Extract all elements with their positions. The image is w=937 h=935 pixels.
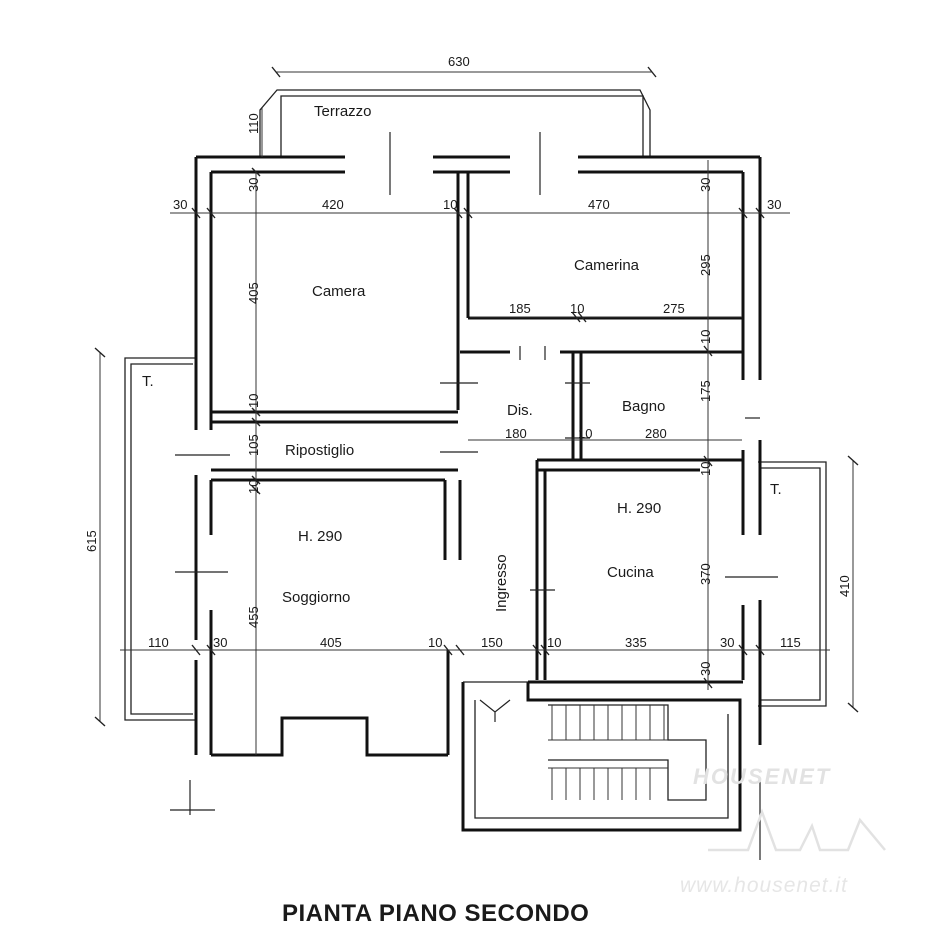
terraces	[124, 89, 827, 721]
terrace-left-inner	[130, 363, 193, 715]
dim-left-overall: 615	[84, 530, 99, 552]
terrazzo-outline	[259, 89, 651, 157]
watermark: HOUSENET www.housenet.it	[680, 764, 886, 897]
opening-marks	[170, 132, 778, 860]
dim-camerina-depth: 295	[698, 254, 713, 276]
dimension-labels: 630 110 30 420 10 470 30 30 30 405 295 1…	[84, 54, 852, 676]
dim-soggiorno-width: 405	[320, 635, 342, 650]
room-camera: Camera	[312, 283, 366, 300]
dim-wall-top-left-v: 30	[246, 178, 261, 192]
dim-partition-dis-bagno: 10	[578, 426, 592, 441]
dim-partition-top: 10	[443, 197, 457, 212]
dim-ripostiglio-depth: 105	[246, 434, 261, 456]
soggiorno-right-wall	[443, 480, 462, 560]
dim-partition-ripostiglio-bottom: 10	[246, 480, 261, 494]
dim-top-overall: 630	[448, 54, 470, 69]
room-labels: Terrazzo Camera Camerina Dis. Bagno Ripo…	[142, 103, 782, 612]
room-bagno: Bagno	[622, 398, 665, 415]
dim-terrace-right-width: 115	[780, 635, 801, 650]
room-dis: Dis.	[507, 402, 533, 419]
terrace-right-inner	[760, 467, 821, 701]
room-cucina-height: H. 290	[617, 500, 661, 517]
watermark-logo-icon	[708, 808, 886, 852]
dim-terrazzo-depth: 110	[246, 113, 261, 134]
dim-cucina-depth: 370	[698, 563, 713, 585]
outer-walls	[194, 155, 762, 832]
camera-camerina-wall	[456, 172, 470, 410]
dim-dis-camerina-left: 185	[509, 301, 531, 316]
dim-wall-left-bottom: 30	[213, 635, 227, 650]
room-soggiorno-height: H. 290	[298, 528, 342, 545]
dim-partition-cucina-top: 10	[698, 462, 713, 476]
dim-partition-camera-bottom: 10	[246, 394, 261, 408]
dim-terrace-left-width: 110	[148, 635, 169, 650]
stair-block	[461, 682, 742, 832]
room-terrace-right: T.	[770, 481, 782, 498]
terrace-right-outline	[758, 461, 827, 707]
cucina-top-wall	[537, 458, 743, 472]
dim-wall-top-right-v: 30	[698, 178, 713, 192]
dim-camera-width: 420	[322, 197, 344, 212]
room-camerina: Camerina	[574, 257, 640, 274]
cucina-left-wall	[535, 460, 547, 680]
partitions	[211, 172, 743, 684]
room-terrace-left: T.	[142, 373, 154, 390]
dim-bagno-width: 280	[645, 426, 667, 441]
dim-wall-right-top: 30	[767, 197, 781, 212]
dim-partition-cucina-left: 10	[547, 635, 561, 650]
dimension-lines	[94, 66, 859, 755]
stair-outline	[548, 704, 707, 801]
dim-cucina-width: 335	[625, 635, 647, 650]
ripostiglio-bottom-wall	[211, 468, 458, 482]
dim-partition-soggiorno: 10	[428, 635, 442, 650]
room-terrazzo: Terrazzo	[314, 103, 372, 120]
room-cucina: Cucina	[607, 564, 654, 581]
dim-wall-right-bottom: 30	[720, 635, 734, 650]
dis-bagno-wall	[571, 352, 583, 460]
terrace-left-outline	[124, 357, 195, 721]
dim-dis-width: 180	[505, 426, 527, 441]
stair-treads	[548, 705, 668, 800]
watermark-url: www.housenet.it	[680, 874, 848, 897]
room-ripostiglio: Ripostiglio	[285, 442, 354, 459]
soggiorno-bottom-wall	[211, 716, 448, 757]
stair-block-inner	[474, 700, 729, 819]
room-soggiorno: Soggiorno	[282, 589, 350, 606]
watermark-brand: HOUSENET	[693, 764, 831, 789]
room-ingresso: Ingresso	[493, 554, 510, 612]
camera-bottom-wall	[211, 410, 458, 424]
plan-title: PIANTA PIANO SECONDO	[282, 900, 589, 927]
dim-wall-left-top: 30	[173, 197, 187, 212]
dim-wall-cucina-bottom: 30	[698, 662, 713, 676]
dim-dis-camerina-right: 275	[663, 301, 685, 316]
dim-camerina-width: 470	[588, 197, 610, 212]
dim-soggiorno-depth: 455	[246, 606, 261, 628]
dim-bagno-depth: 175	[698, 380, 713, 402]
dim-partition-bagno-top: 10	[698, 330, 713, 344]
dim-dis-camerina-mid: 10	[570, 301, 584, 316]
terrazzo-inner	[280, 95, 644, 157]
dim-ingresso-width: 150	[481, 635, 503, 650]
dim-right-overall: 410	[837, 575, 852, 597]
dim-camera-depth: 405	[246, 282, 261, 304]
